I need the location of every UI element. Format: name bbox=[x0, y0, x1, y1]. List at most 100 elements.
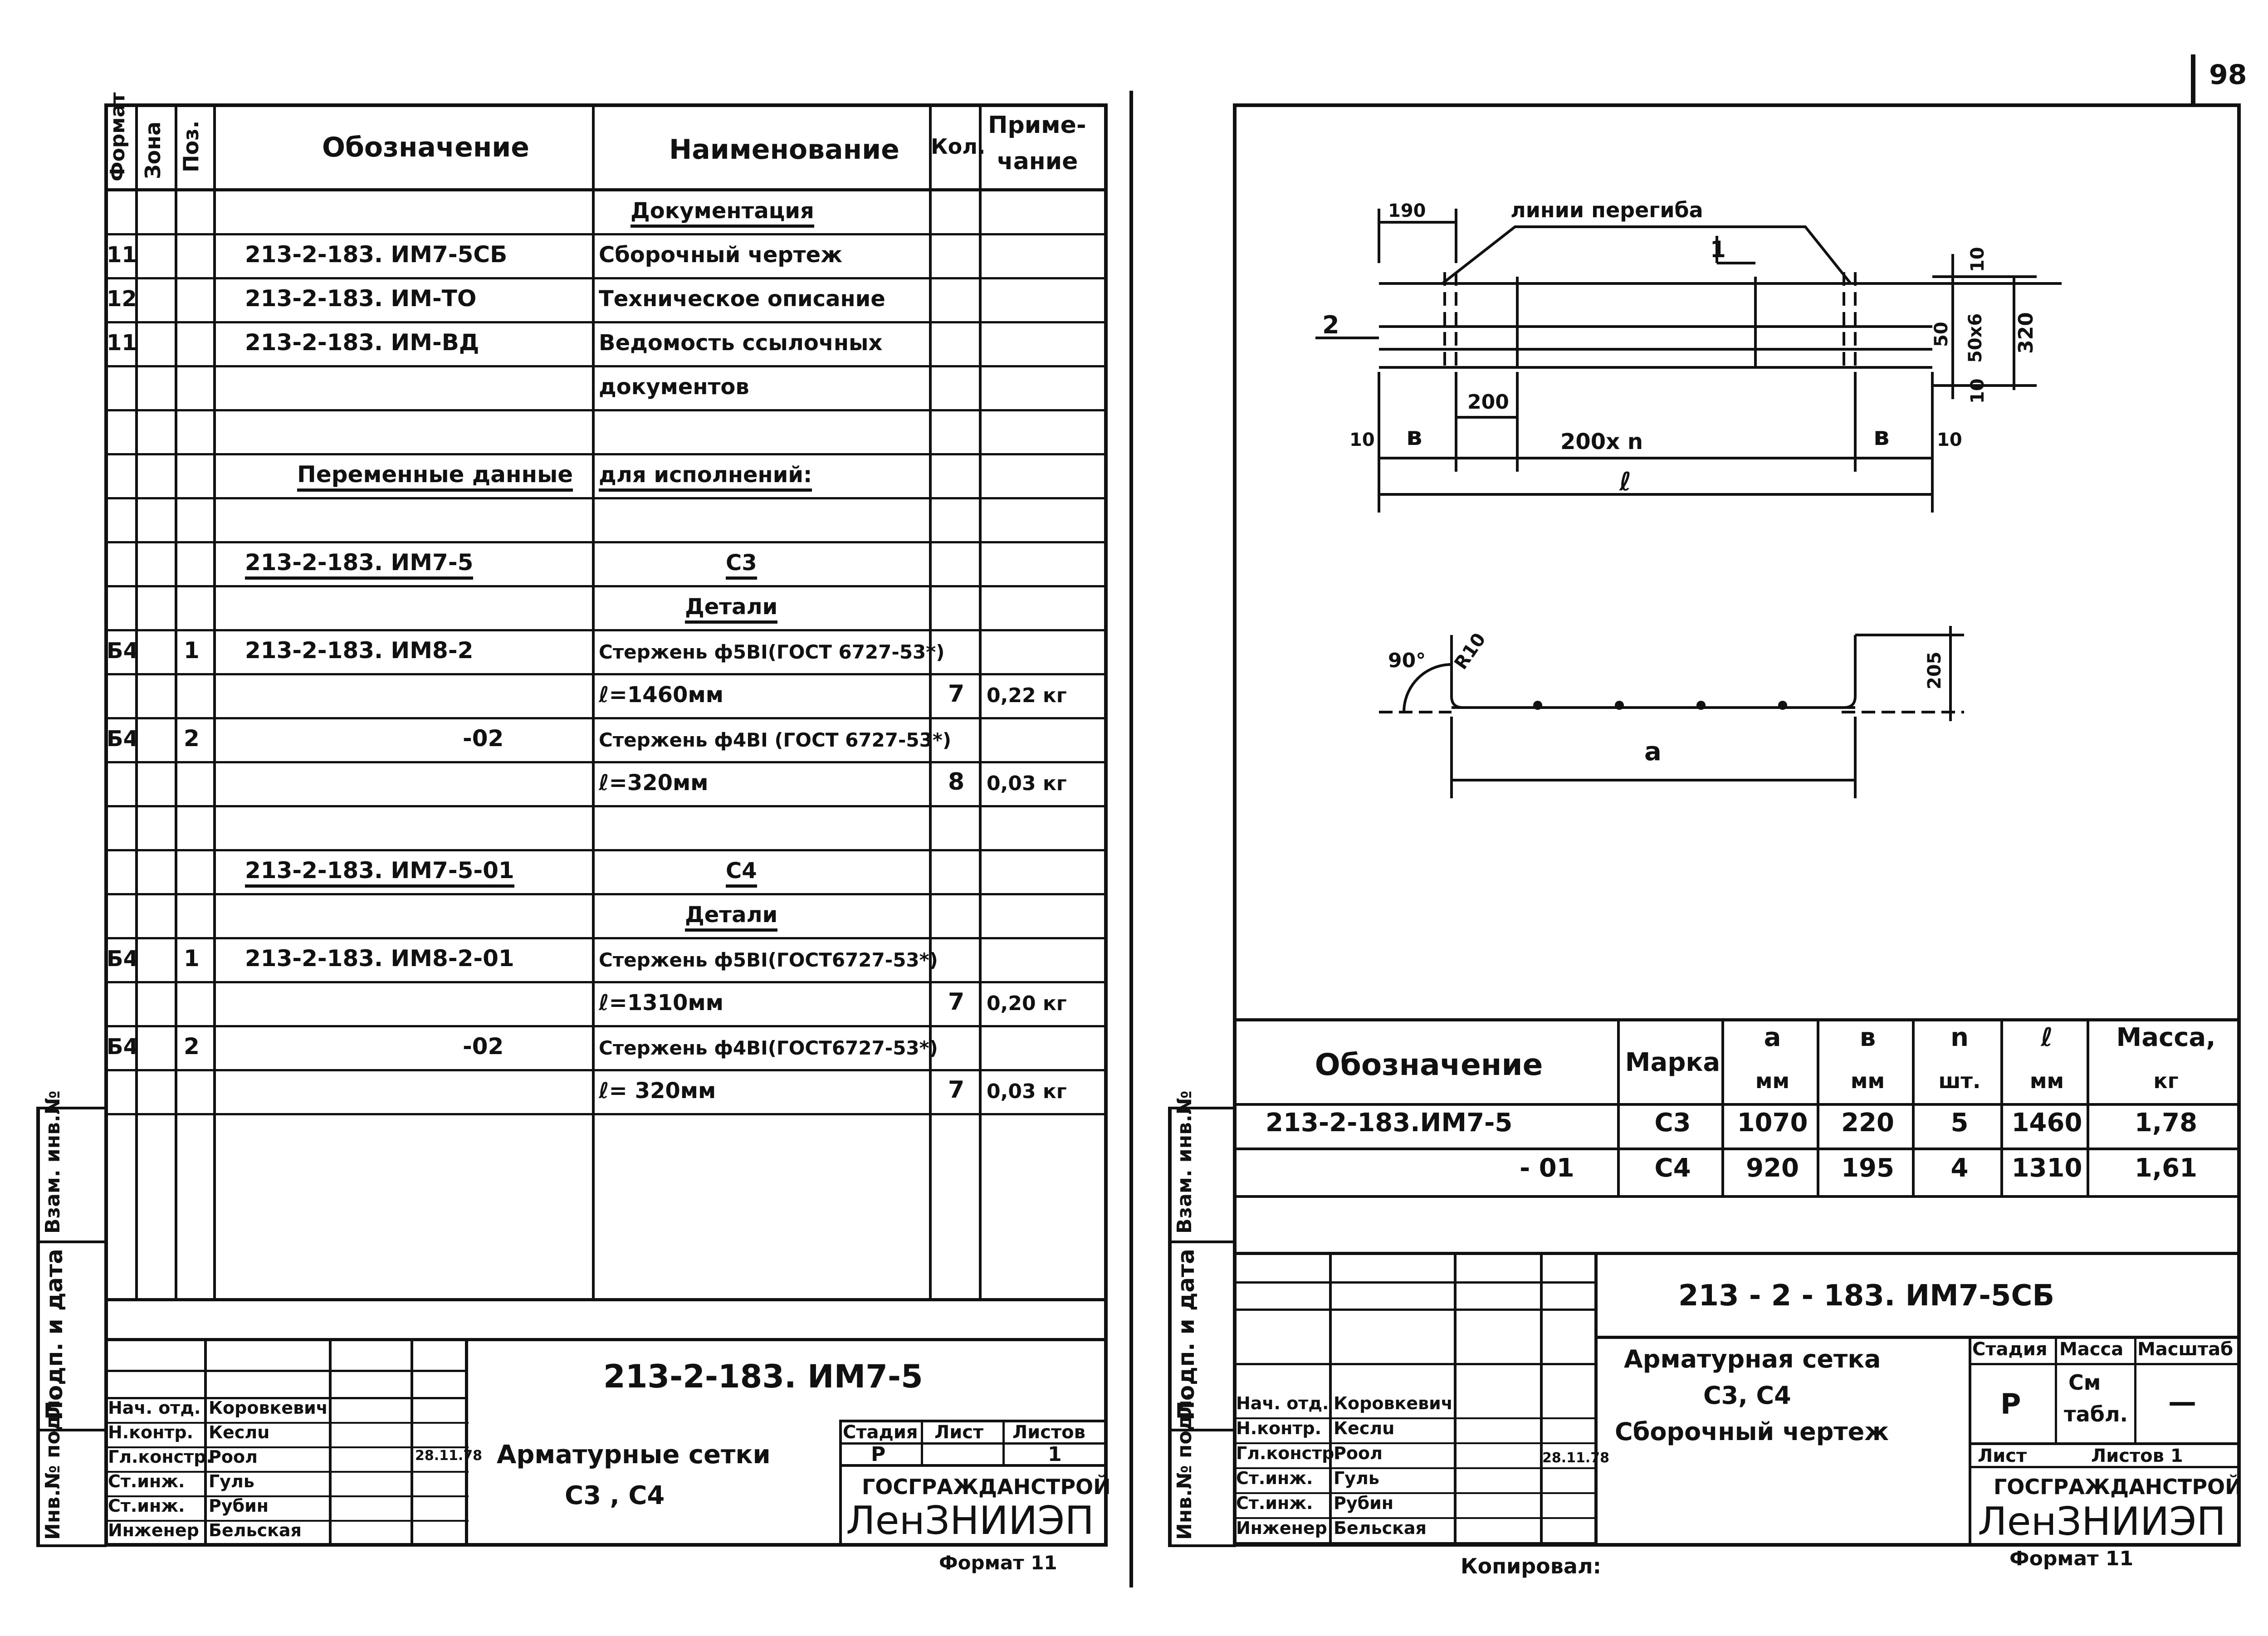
dim-50x6: 50х6 bbox=[1965, 313, 1986, 363]
left-title-line-2: С3 , С4 bbox=[565, 1481, 665, 1510]
right-scale-label: Масштаб bbox=[2137, 1339, 2234, 1360]
right-org-1: ГОСГРАЖДАНСТРОЙ bbox=[1994, 1475, 2243, 1499]
label-pos-2: 2 bbox=[1322, 311, 1339, 339]
signature-name: Коровкевич bbox=[209, 1398, 328, 1418]
left-doc-code: 213-2-183. ИМ7-5 bbox=[603, 1358, 923, 1395]
dim-200xn: 200х n bbox=[1560, 429, 1643, 454]
left-stage-value: Р bbox=[871, 1443, 886, 1466]
table-cell: 1310 bbox=[2011, 1153, 2082, 1183]
cell-format: 12 bbox=[107, 286, 137, 312]
right-sheets-label: Листов 1 bbox=[2091, 1446, 2183, 1466]
right-title-line-1: Арматурная сетка bbox=[1624, 1345, 1881, 1373]
signature-role: Ст.инж. bbox=[108, 1496, 185, 1516]
signature-name: Рубин bbox=[1334, 1493, 1394, 1513]
signature-name: Гуль bbox=[1334, 1468, 1379, 1488]
cell-name: Сборочный чертеж bbox=[599, 242, 842, 268]
cell-name: С3 bbox=[726, 552, 757, 580]
right-format-label: Формат 11 bbox=[2009, 1547, 2134, 1570]
left-title-line-1: Арматурные сетки bbox=[497, 1440, 771, 1470]
cell-name: Детали bbox=[685, 904, 778, 932]
cell-designation: 213-2-183. ИМ7-5 bbox=[245, 551, 474, 580]
cell-name: Документация bbox=[631, 200, 814, 228]
table-unit-cell: мм bbox=[1850, 1069, 1885, 1093]
dim-10-left: 10 bbox=[1349, 430, 1375, 450]
cell-name: ℓ= 320мм bbox=[599, 1078, 716, 1104]
cell-designation: 213-2-183. ИМ-ТО bbox=[245, 285, 477, 312]
table-header-cell: a bbox=[1764, 1023, 1781, 1052]
cell-qty: 8 bbox=[948, 768, 965, 796]
table-cell: 1070 bbox=[1737, 1108, 1808, 1138]
table-header-cell: в bbox=[1859, 1023, 1876, 1052]
cell-note: 0,22 кг bbox=[987, 684, 1067, 707]
cell-name: Стержень ф5ВI(ГОСТ6727-53*) bbox=[599, 949, 938, 971]
right-frame bbox=[1233, 103, 2241, 1547]
cell-name: Стержень ф5ВI(ГОСТ 6727-53*) bbox=[599, 641, 945, 663]
cell-designation: -02 bbox=[463, 725, 504, 752]
cell-qty: 7 bbox=[948, 680, 965, 708]
dim-50: 50 bbox=[1931, 322, 1952, 347]
right-title-line-2: С3, С4 bbox=[1703, 1381, 1791, 1410]
table-header-cell: ℓ bbox=[2041, 1023, 2053, 1052]
header-note-1: Приме- bbox=[988, 112, 1086, 139]
cell-qty: 7 bbox=[948, 1076, 965, 1104]
table-cell: 920 bbox=[1746, 1153, 1799, 1183]
cell-name: Ведомость ссылочных bbox=[599, 330, 883, 356]
dim-10-top: 10 bbox=[1967, 247, 1988, 272]
left-sheets-value: 1 bbox=[1048, 1443, 1062, 1466]
cell-designation: 213-2-183. ИМ-ВД bbox=[245, 329, 479, 356]
dim-b-right: в bbox=[1873, 422, 1890, 451]
signature-name: Гуль bbox=[209, 1471, 254, 1491]
signature-role: Ст.инж. bbox=[108, 1471, 185, 1491]
left-stage-label: Стадия bbox=[843, 1422, 918, 1443]
signature-role: Гл.констр. bbox=[1236, 1443, 1341, 1463]
right-side-inv-vzam: Взам. инв.№ bbox=[1173, 1090, 1196, 1234]
signature-name: Рубин bbox=[209, 1496, 269, 1516]
label-pos-1: 1 bbox=[1710, 236, 1726, 263]
signature-role: Н.контр. bbox=[108, 1422, 194, 1442]
cell-pos: 2 bbox=[184, 725, 200, 752]
cell-name: ℓ=1310мм bbox=[599, 990, 723, 1016]
cell-format: 11 bbox=[107, 330, 137, 356]
header-name: Наименование bbox=[669, 134, 899, 166]
table-cell: 220 bbox=[1841, 1108, 1894, 1138]
left-sheet-label: Лист bbox=[934, 1422, 984, 1443]
header-note-2: чание bbox=[997, 148, 1078, 175]
right-mass-value-1: См bbox=[2068, 1370, 2101, 1395]
dim-320: 320 bbox=[2014, 312, 2038, 354]
cell-pos: 1 bbox=[184, 945, 200, 972]
signature-name: Бельская bbox=[1334, 1518, 1427, 1538]
angle-90: 90° bbox=[1388, 649, 1426, 672]
signature-role: Нач. отд. bbox=[108, 1398, 201, 1418]
right-stage-label: Стадия bbox=[1972, 1339, 2048, 1360]
table-cell: 4 bbox=[1950, 1153, 1969, 1183]
table-header-cell: n bbox=[1950, 1023, 1969, 1052]
left-format-label: Формат 11 bbox=[939, 1552, 1057, 1574]
signature-role: Инженер bbox=[108, 1520, 199, 1540]
cell-designation: 213-2-183. ИМ7-5СБ bbox=[245, 241, 508, 268]
dim-b-left: в bbox=[1406, 422, 1422, 451]
cell-format: 11 bbox=[107, 242, 137, 268]
table-cell: 213-2-183.ИМ7-5 bbox=[1266, 1108, 1513, 1138]
cell-pos: 1 bbox=[184, 637, 200, 664]
cell-name: ℓ=1460мм bbox=[599, 682, 723, 708]
table-unit-cell: шт. bbox=[1938, 1069, 1981, 1093]
right-stage-value: Р bbox=[2000, 1387, 2021, 1421]
dim-190: 190 bbox=[1388, 200, 1426, 221]
table-header-cell: Марка bbox=[1625, 1048, 1721, 1077]
right-sheet-label: Лист bbox=[1978, 1446, 2027, 1466]
signature-name: Бельская bbox=[209, 1520, 302, 1540]
right-scale-value: — bbox=[2168, 1385, 2196, 1418]
table-cell: С3 bbox=[1654, 1108, 1691, 1138]
right-mass-label: Масса bbox=[2059, 1339, 2124, 1360]
cell-note: 0,20 кг bbox=[987, 992, 1067, 1015]
table-cell: - 01 bbox=[1520, 1153, 1574, 1183]
label-bend-lines: линии перегиба bbox=[1510, 198, 1703, 222]
signature-role: Нач. отд. bbox=[1236, 1393, 1329, 1413]
cell-format: Б4 bbox=[107, 946, 138, 972]
right-org-2: ЛенЗНИИЭП bbox=[1978, 1499, 2226, 1544]
left-org-2: ЛенЗНИИЭП bbox=[846, 1498, 1094, 1543]
signature-name: Роол bbox=[1334, 1443, 1383, 1463]
cell-name: Техническое описание bbox=[599, 286, 885, 312]
cell-designation: 213-2-183. ИМ8-2 bbox=[245, 637, 474, 664]
